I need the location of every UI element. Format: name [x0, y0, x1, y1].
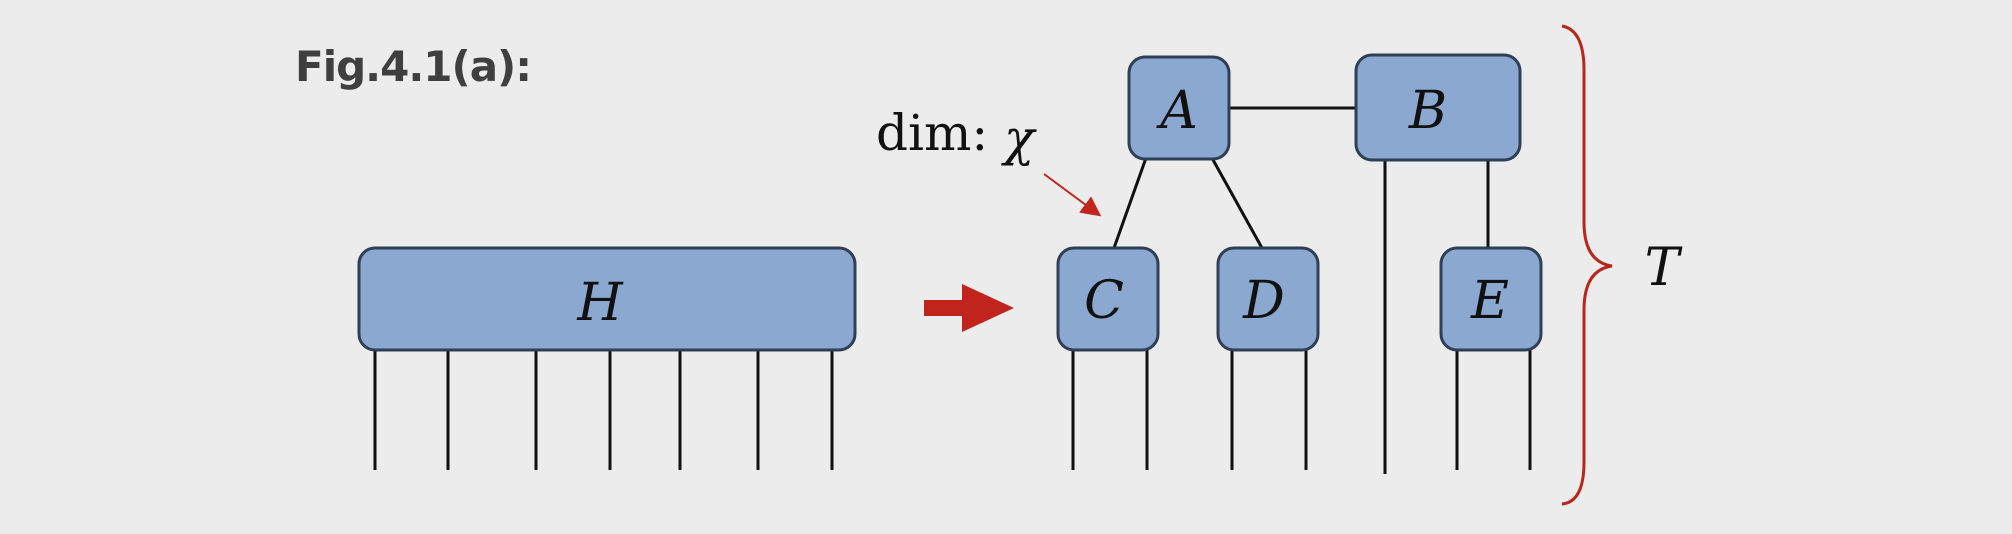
- tensor-a: A: [1127, 55, 1231, 161]
- bond-dimension-symbol: χ: [1001, 109, 1037, 167]
- tensor-d-label: D: [1242, 271, 1285, 331]
- tensor-e-label: E: [1470, 271, 1509, 331]
- tensor-b: B: [1354, 53, 1522, 162]
- tensor-e: E: [1439, 246, 1543, 470]
- tensor-h-box: [357, 246, 857, 352]
- transform-arrow: [924, 284, 1014, 332]
- tree-brace: T: [1561, 24, 1683, 506]
- tensor-c: C: [1056, 246, 1160, 470]
- tensor-d-box: [1216, 246, 1320, 352]
- tensor-c-label: C: [1084, 271, 1124, 331]
- figure-label: Fig.4.1(a):: [295, 42, 532, 91]
- bond-dimension-annotation: dim: χ: [876, 104, 1102, 217]
- bond-dimension-prefix: dim:: [876, 104, 988, 162]
- tensor-b-box: [1354, 53, 1522, 162]
- tensor-a-label: A: [1156, 81, 1198, 141]
- brace-label: T: [1645, 238, 1683, 298]
- tensor-d: D: [1216, 246, 1320, 470]
- tensor-h: H: [357, 246, 857, 470]
- tensor-h-legs: [373, 350, 834, 470]
- tensor-a-box: [1127, 55, 1231, 161]
- bond-dimension-pointer: [1043, 173, 1102, 217]
- bond-a-d: [1210, 157, 1264, 249]
- tensor-e-box: [1439, 246, 1543, 352]
- tensor-b-label: B: [1408, 81, 1447, 141]
- tensor-c-box: [1056, 246, 1160, 352]
- tensor-h-label: H: [576, 273, 624, 333]
- tree-bonds: [1112, 106, 1490, 474]
- bond-a-c: [1112, 157, 1148, 249]
